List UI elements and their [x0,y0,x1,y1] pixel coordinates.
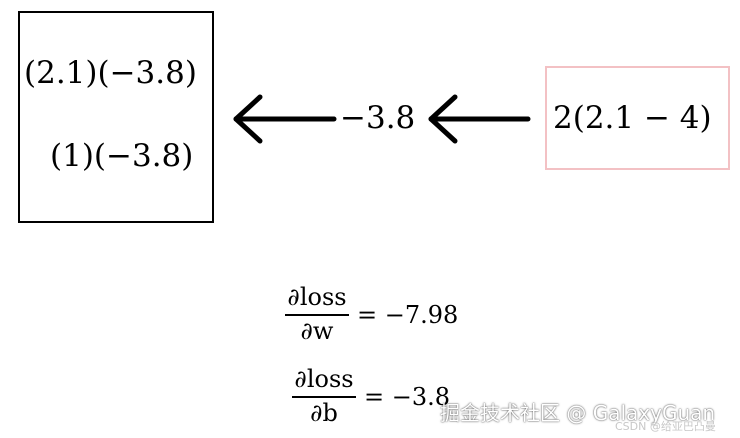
upstream-expression: 2(2.1 − 4) [553,100,712,136]
middle-gradient-value: −3.8 [340,100,416,136]
dloss-db-fraction: ∂loss ∂b [292,365,356,427]
watermark-main: 掘金技术社区 @ GalaxyGuan [440,401,716,425]
left-arrow-icon [233,94,337,144]
right-arrow-icon [428,94,531,144]
left-result-box [18,11,214,223]
left-box-line-2: (1)(−3.8) [50,138,194,174]
dloss-dw-fraction: ∂loss ∂w [285,283,349,345]
upstream-expression-box [545,66,730,170]
dloss-dw-numerator: ∂loss [287,283,347,311]
dloss-db-denominator: ∂b [310,399,338,427]
fraction-bar [292,396,356,398]
dloss-dw-denominator: ∂w [300,317,334,345]
left-box-line-1: (2.1)(−3.8) [24,55,197,91]
fraction-bar [285,314,349,316]
watermark-sub: CSDN @给亚巴凸曼 [615,420,716,433]
dloss-db-numerator: ∂loss [294,365,354,393]
dloss-dw-value: = −7.98 [357,301,459,329]
dloss-db-value: = −3.8 [364,383,451,411]
